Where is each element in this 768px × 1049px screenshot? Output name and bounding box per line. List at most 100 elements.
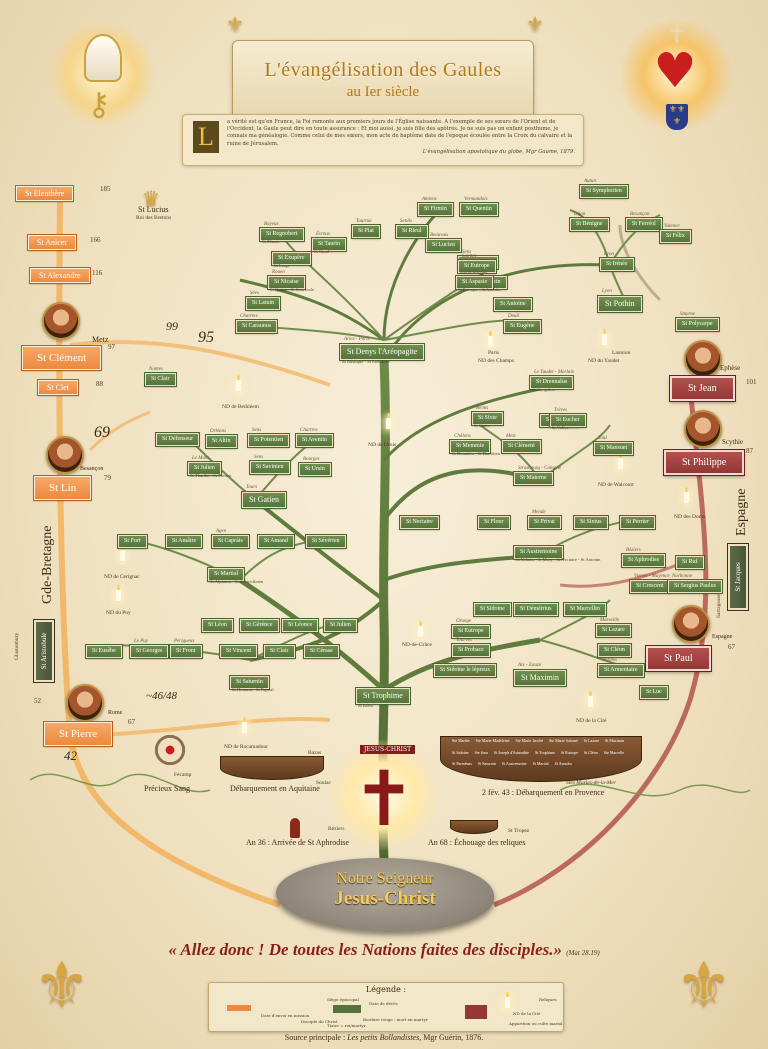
aristobule-box[interactable]: St Aristobule: [34, 620, 54, 682]
scripture-quote: « Allez donc ! De toutes les Nations fai…: [0, 940, 768, 960]
saint-node[interactable]: St Perrier: [620, 516, 655, 529]
saint-node[interactable]: St Aphrodise: [622, 554, 665, 567]
saint-node[interactable]: St Sixtus: [574, 516, 608, 529]
saint-node[interactable]: St Cléon: [598, 644, 631, 657]
saint-node[interactable]: St Léonce: [282, 619, 318, 632]
pope-eleuthere[interactable]: St Eleuthère: [16, 186, 73, 201]
pope-clet[interactable]: St Clet: [38, 380, 78, 395]
see-label: Vermandois: [464, 197, 488, 202]
saint-node[interactable]: St Défenseur: [156, 433, 199, 446]
saint-node[interactable]: St Flour: [478, 516, 510, 529]
espagne-label: Espagne: [734, 489, 750, 536]
pope-pierre[interactable]: St Pierre: [44, 722, 112, 746]
saint-node[interactable]: St Ferréol: [626, 218, 662, 231]
saint-node[interactable]: St Sidoine le lépreux: [434, 664, 496, 677]
saint-node[interactable]: St Crescent: [630, 580, 670, 593]
saint-node[interactable]: St Privat: [528, 516, 561, 529]
saint-node[interactable]: St Lazare: [596, 624, 631, 637]
saint-node[interactable]: St Rieul: [396, 225, 428, 238]
an68-label: An 68 : Échouage des reliques: [428, 838, 526, 847]
saint-node[interactable]: St Luc: [640, 686, 668, 699]
pope-alexandre[interactable]: St Alexandre: [30, 268, 90, 283]
saint-node[interactable]: St Aventin: [296, 434, 333, 447]
see-label: Amiens: [422, 197, 437, 202]
saint-node[interactable]: St Ursin: [299, 463, 331, 476]
saint-node[interactable]: St Marcellin: [564, 603, 606, 616]
saint-node[interactable]: St Altin: [206, 435, 237, 448]
saint-node[interactable]: St Front: [170, 645, 202, 658]
saint-node[interactable]: St Materne: [514, 472, 553, 485]
saint-node[interactable]: St Polycarpe: [676, 318, 719, 331]
saint-node[interactable]: St Potentien: [248, 434, 289, 447]
saint-node[interactable]: St Sergius Paulus: [668, 580, 722, 593]
saint-node[interactable]: St Nectaire: [400, 516, 439, 529]
saint-node[interactable]: St Savinien: [250, 461, 290, 474]
saint-node[interactable]: St Clair: [145, 373, 176, 386]
saint-node[interactable]: St Amâtre: [166, 535, 202, 548]
saint-node[interactable]: St Trophime: [356, 688, 410, 704]
saint-node[interactable]: St Armentaire: [598, 664, 644, 677]
saint-node[interactable]: St Quentin: [460, 203, 498, 216]
saint-label: St Ruf: [682, 559, 698, 565]
saint-node[interactable]: St Antoine: [494, 298, 532, 311]
saint-node[interactable]: St Lucien: [426, 239, 461, 252]
passenger: Ste Marie-Madeleine: [476, 738, 510, 749]
saint-node[interactable]: St Georges: [130, 645, 168, 658]
apostle-paul[interactable]: St Paul: [646, 646, 711, 671]
saint-node[interactable]: St Eutrope: [452, 625, 490, 638]
saint-node[interactable]: St Amand: [258, 535, 294, 548]
saint-label: St Quentin: [466, 206, 492, 212]
saint-node[interactable]: St Félix: [660, 230, 691, 243]
saint-label: St Lucien: [432, 242, 455, 248]
saint-node[interactable]: St Capráis: [212, 535, 249, 548]
pope-clement[interactable]: St Clément: [22, 346, 101, 370]
saint-node[interactable]: St Bénigne: [570, 218, 609, 231]
see-label: Bayeux: [264, 222, 279, 227]
saint-node[interactable]: St Probace: [452, 644, 490, 657]
saint-node[interactable]: St Julien: [324, 619, 357, 632]
france-shield-icon: ⚜⚜⚜: [666, 104, 688, 130]
metz-label: Metz: [92, 335, 108, 344]
year-95: 95: [198, 329, 214, 347]
jacques-box[interactable]: St Jacques: [728, 544, 748, 610]
saint-node[interactable]: St Cérase: [304, 645, 339, 658]
saint-node[interactable]: St Mansuet: [594, 442, 633, 455]
saint-node[interactable]: St Sidoine: [474, 603, 511, 616]
saint-node[interactable]: St Irénée: [600, 258, 634, 271]
pope-year: 67: [128, 718, 135, 726]
saint-node[interactable]: St Maximin: [514, 670, 566, 686]
saint-node[interactable]: St Eugène: [504, 320, 541, 333]
saint-node[interactable]: St Caraunus: [236, 320, 277, 333]
nd-doms-label: ND des Doms: [674, 514, 705, 520]
saint-node[interactable]: St Gérénce: [240, 619, 279, 632]
pope-anicet[interactable]: St Anicet: [28, 235, 76, 250]
lucius-sub: Roi des Bretons: [136, 215, 171, 221]
saint-node[interactable]: St Clément: [502, 440, 541, 453]
saint-node[interactable]: St Léon: [202, 619, 233, 632]
passenger: St Maximin: [605, 738, 624, 749]
saint-node[interactable]: St Sévérien: [306, 535, 346, 548]
saint-label: St Aventin: [302, 437, 327, 443]
saint-node[interactable]: St Eusèbe: [86, 645, 122, 658]
saint-node[interactable]: St Fort: [118, 535, 147, 548]
saint-node[interactable]: St Gatien: [242, 492, 286, 508]
pope-year: 116: [92, 269, 102, 277]
saint-label: St Irénée: [606, 261, 628, 267]
saint-node[interactable]: St Pothin: [598, 296, 642, 312]
fleur-de-lys-icon: ⚜: [34, 954, 90, 1016]
saint-node[interactable]: St Denys l'Aréopagite: [340, 344, 424, 360]
saint-node[interactable]: St Latuin: [246, 297, 280, 310]
saint-node[interactable]: St Clair: [264, 645, 295, 658]
pope-lin[interactable]: St Lin: [34, 476, 91, 500]
pope-pierre-portrait: [66, 684, 104, 722]
saint-node[interactable]: St Symphorien: [580, 185, 628, 198]
sarragosse-label: Sarragosse: [716, 594, 722, 618]
saint-node[interactable]: St Vincent: [220, 645, 257, 658]
saint-node[interactable]: St Ruf: [676, 556, 704, 569]
source-suffix: Mgr Guérin, 1876.: [421, 1033, 483, 1042]
saint-node[interactable]: St Firmin: [418, 203, 453, 216]
saint-node[interactable]: St Démétrius: [514, 603, 558, 616]
saint-node[interactable]: St Piat: [352, 225, 380, 238]
apostle-philippe[interactable]: St Philippe: [664, 450, 744, 475]
apostle-jean[interactable]: St Jean: [670, 376, 735, 401]
